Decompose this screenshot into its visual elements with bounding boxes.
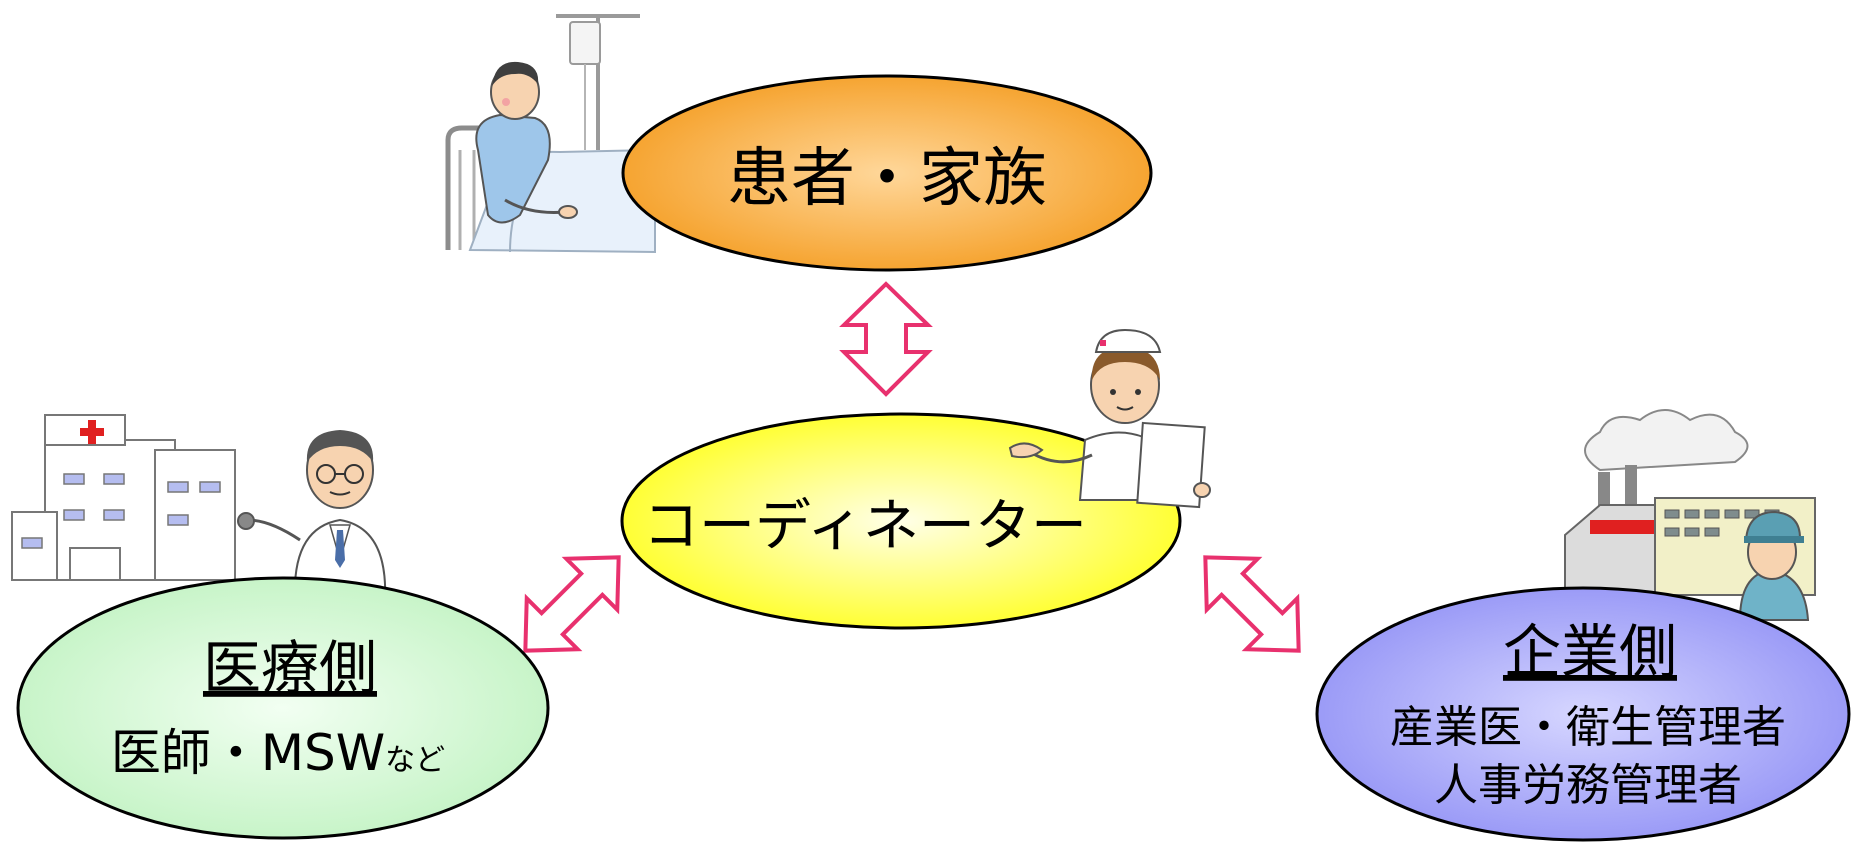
hospital-building-icon xyxy=(11,414,236,581)
factory-worker-icon xyxy=(1738,510,1810,621)
nurse-icon xyxy=(1008,328,1211,509)
medical-side-title: 医療側 xyxy=(203,634,377,702)
node-coordinator: コーディネーター xyxy=(620,412,1182,630)
patient-family-label: 患者・家族 xyxy=(727,142,1047,216)
company-side-line1: 産業医・衛生管理者 xyxy=(1390,702,1786,753)
node-patient-family: 患者・家族 xyxy=(621,74,1153,272)
company-side-line2: 人事労務管理者 xyxy=(1434,760,1742,811)
arrow-medical-coordinator xyxy=(523,555,621,653)
coordinator-label: コーディネーター xyxy=(643,494,1087,559)
company-side-title: 企業側 xyxy=(1503,618,1677,686)
arrow-patient-coordinator xyxy=(839,281,933,397)
node-medical-side: 医療側 医師・MSWなど xyxy=(16,576,550,840)
arrow-coordinator-company xyxy=(1203,555,1301,653)
doctor-icon xyxy=(237,430,387,601)
medical-side-subtitle: 医師・MSWなど xyxy=(111,724,445,782)
patient-in-bed-icon xyxy=(445,14,656,254)
node-company-side: 企業側 産業医・衛生管理者 人事労務管理者 xyxy=(1315,586,1851,842)
